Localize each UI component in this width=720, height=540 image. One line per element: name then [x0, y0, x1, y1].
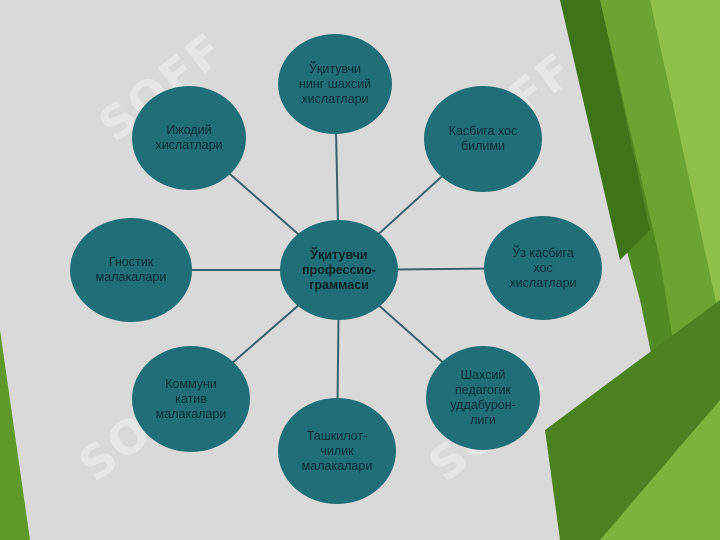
- node-label: Ўқитувчи нинг шахсий хислатлари: [298, 61, 372, 106]
- node-creative-qualities: Ижодий хислатлари: [132, 86, 246, 190]
- node-pedagogical-skill: Шахсий педагогик уддабурон- лиги: [426, 346, 540, 450]
- node-label: Шахсий педагогик уддабурон- лиги: [450, 368, 516, 427]
- node-label: Ташкилот- чилик малакалари: [301, 428, 373, 473]
- node-professional-qualities: Ўз касбига хос хислатлари: [484, 216, 602, 320]
- node-label: Ижодий хислатлари: [155, 123, 223, 152]
- center-node: Ўқитувчи профессио- граммаси: [280, 220, 398, 320]
- node-personal-qualities: Ўқитувчи нинг шахсий хислатлари: [278, 34, 392, 134]
- node-label: Коммуни катив малакалари: [155, 376, 227, 421]
- node-organizational-skills: Ташкилот- чилик малакалари: [278, 398, 396, 504]
- node-communicative-skills: Коммуни катив малакалари: [132, 346, 250, 452]
- node-label: Касбига хос билими: [448, 124, 518, 153]
- node-label: Ўз касбига хос хислатлари: [509, 245, 577, 290]
- center-node-label: Ўқитувчи профессио- граммаси: [302, 247, 376, 292]
- node-gnostic-skills: Гностик малакалари: [70, 218, 192, 322]
- node-label: Гностик малакалари: [95, 255, 167, 284]
- node-professional-knowledge: Касбига хос билими: [424, 86, 542, 192]
